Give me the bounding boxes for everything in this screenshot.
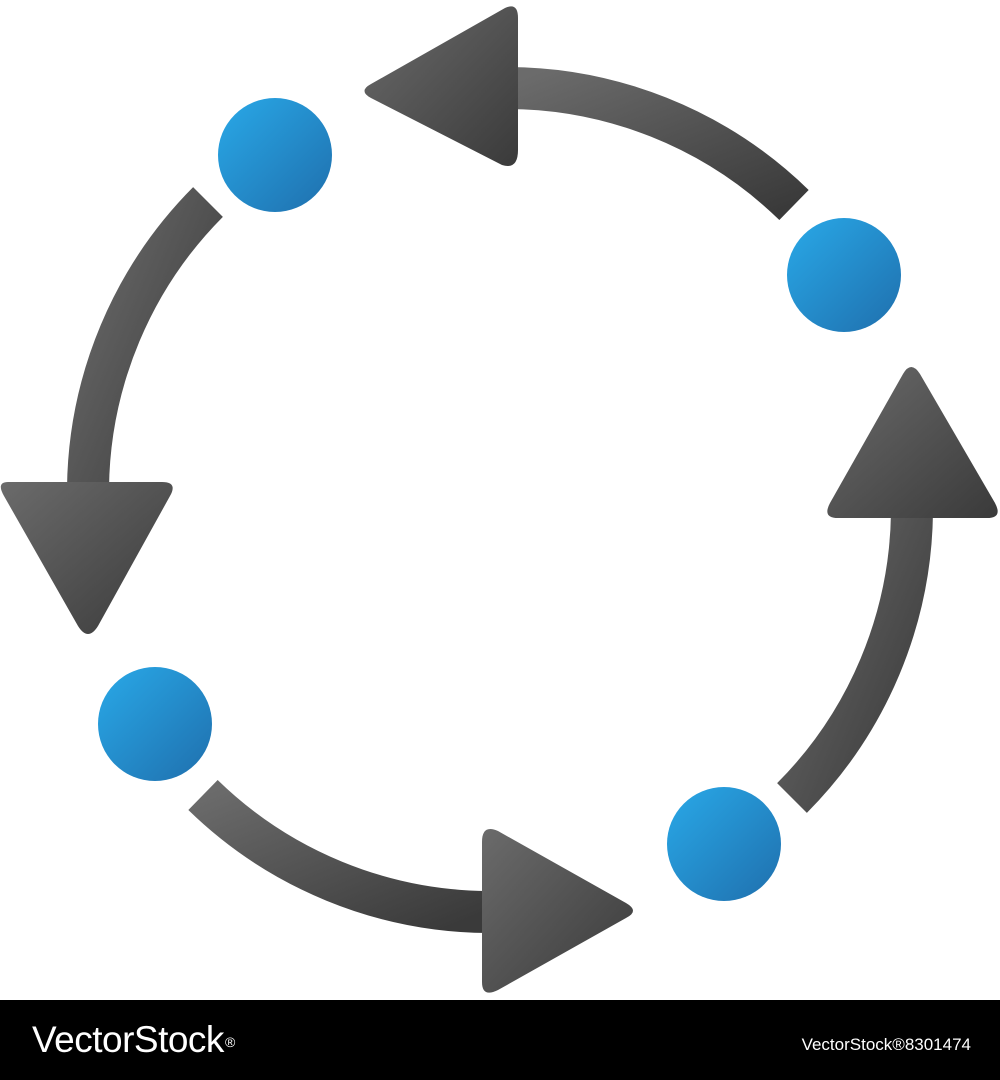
dot-top-left-icon	[218, 98, 332, 212]
dot-right-icon	[787, 218, 901, 332]
arrow-right-up-icon	[777, 367, 998, 813]
arrow-top-left-icon	[364, 6, 809, 221]
trademark-mark: ®	[224, 1034, 235, 1050]
brand-logo[interactable]: VectorStock®	[32, 1018, 235, 1062]
arrow-left-down-icon	[0, 187, 223, 634]
circular-rotation-arrows-icon	[0, 6, 998, 993]
dot-left-icon	[98, 667, 212, 781]
brand-name: VectorStock	[32, 1019, 224, 1060]
arrow-bottom-right-icon	[188, 779, 633, 993]
icon-canvas	[0, 6, 998, 993]
image-credit: VectorStock®8301474	[801, 1035, 971, 1054]
dot-bottom-right-icon	[667, 787, 781, 901]
footer-bar: VectorStock® VectorStock®8301474	[0, 1000, 1000, 1080]
